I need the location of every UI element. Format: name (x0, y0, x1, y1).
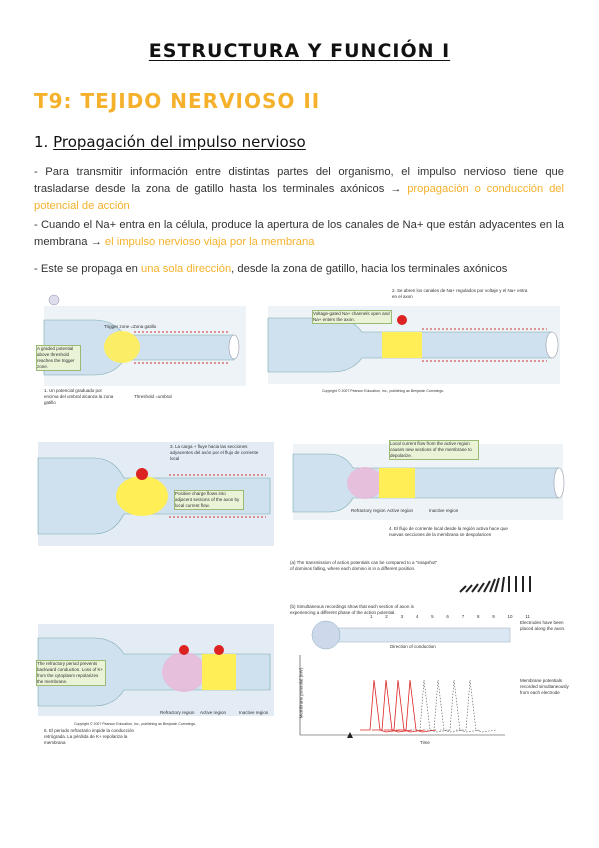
figure-conduction-recordings: (a) The transmission of action potential… (290, 560, 570, 750)
electrodes-label: Electrodes have been placed along the ax… (520, 620, 566, 631)
figure-local-current: Local current flow from the active regio… (289, 436, 567, 552)
figure-trigger-zone: Trigger zone =Zona gatillo A graded pote… (34, 290, 252, 418)
electrode-number: 8 (476, 614, 480, 619)
electrode-number: 1 (370, 614, 373, 619)
threshold-label: Threshold =umbral (134, 394, 172, 399)
membrane-label: Membrane potentials recorded simultaneou… (520, 678, 569, 695)
copyright: Copyright © 2007 Pearson Education, Inc.… (322, 389, 445, 393)
electrode-number: 9 (492, 614, 495, 619)
paragraph-text: - Este se propaga en (34, 263, 141, 275)
paragraph-text: , desde la zona de gatillo, hacia los te… (231, 263, 508, 275)
step-box: Positive charge flows into adjacent sect… (174, 490, 244, 510)
paragraph-3: - Este se propaga en una sola dirección,… (34, 261, 564, 278)
region-label: Refractory region (160, 710, 195, 715)
direction-label: Direction of conduction (390, 644, 436, 649)
axon-diagram (37, 624, 274, 716)
electrode-number: 5 (431, 614, 434, 619)
section-number: 1. (34, 133, 49, 151)
region-label: Active region (387, 508, 414, 513)
axon-diagram (43, 294, 246, 386)
electrode-number: 11 (525, 614, 530, 619)
highlight-text: propagación o conducción del potencial d… (34, 183, 564, 212)
step-box: Voltage-gated Na+ channels open and Na+ … (312, 310, 392, 324)
figure-note: 3. La carga + fluye hacia las secciones … (170, 444, 259, 461)
main-title: ESTRUCTURA Y FUNCIÓN I (148, 40, 451, 62)
x-axis-label: Time (420, 740, 430, 745)
electrode-number: 3 (400, 614, 404, 619)
topic-title: T9: TEJIDO NERVIOSO II (34, 89, 321, 113)
paragraph-text: - Cuando el Na+ entra en la célula, prod… (34, 219, 564, 248)
copyright: Copyright © 2007 Pearson Education, Inc.… (74, 722, 197, 726)
paragraph-text: - Para transmitir información entre dist… (34, 166, 564, 195)
figure-note: 4. El flujo de corriente local desde la … (389, 526, 508, 537)
electrode-number: 4 (415, 614, 419, 619)
electrode-numbers: 1 2 3 4 5 6 7 8 9 10 11 (370, 614, 530, 619)
electrode-number: 6 (446, 614, 449, 619)
part-b-text: (b) Simultaneous recordings show that ea… (290, 604, 414, 615)
step-box: The refractory period prevents backward … (36, 660, 106, 686)
recording-diagram (299, 576, 531, 738)
paragraph-2: - Cuando el Na+ entra en la célula, prod… (34, 217, 564, 251)
figure-na-channels: 2. Se abren los canales de Na+ regulados… (262, 286, 567, 408)
trigger-zone-label: Trigger zone (104, 324, 130, 329)
step-box: A graded potential above threshold reach… (36, 345, 81, 371)
highlight-text: el impulso nervioso viaja por la membran… (104, 236, 315, 248)
region-label: Inactive region (429, 508, 459, 513)
figure-note: 2. Se abren los canales de Na+ regulados… (392, 288, 528, 299)
region-label: Active region (200, 710, 227, 715)
section-title-text: Propagación del impulso nervioso (53, 133, 306, 151)
electrode-number: 7 (461, 614, 465, 619)
step-box: Local current flow from the active regio… (389, 440, 479, 460)
axon-diagram (37, 442, 274, 546)
figure-caption: 5. El periodo refractario impide la cond… (44, 728, 135, 745)
region-label: Inactive region (239, 710, 269, 715)
y-axis-label: Membrane potential (mV) (298, 667, 304, 719)
figure-caption: 1. Un potencial graduado por encima del … (44, 388, 114, 405)
paragraph-1: - Para transmitir información entre dist… (34, 164, 564, 215)
part-a-text: (a) The transmission of action potential… (290, 560, 438, 571)
region-label: Refractory region (351, 508, 386, 513)
figure-refractory: The refractory period prevents backward … (34, 620, 278, 750)
section-title: 1. Propagación del impulso nervioso (34, 133, 306, 151)
highlight-text: una sola dirección (140, 263, 232, 275)
trigger-zone-es: =Zona gatillo (130, 324, 157, 329)
figure-positive-charge: 3. La carga + fluye hacia las secciones … (34, 438, 278, 548)
electrode-number: 10 (507, 614, 513, 619)
electrode-number: 2 (385, 614, 388, 619)
axon-diagram (267, 306, 560, 384)
